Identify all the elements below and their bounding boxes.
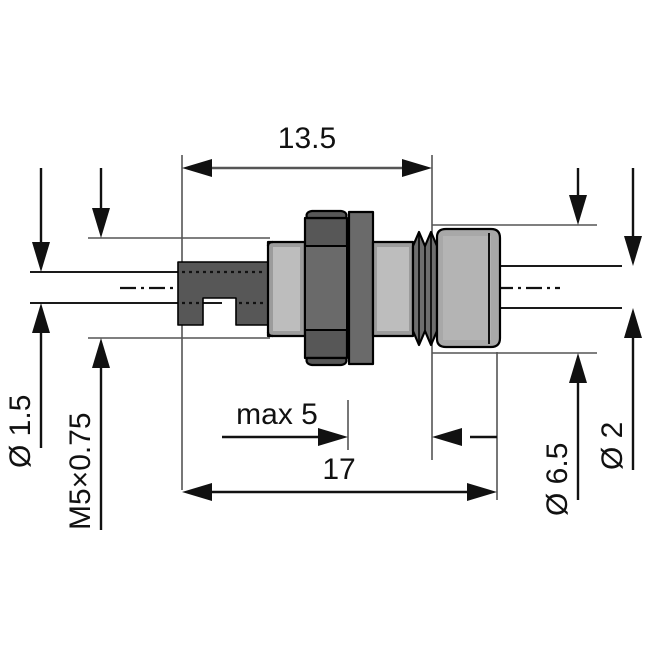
flange-body: [347, 210, 375, 366]
dim-max5-arrow-right: [318, 428, 348, 446]
leader-arrows-left: [32, 168, 110, 272]
dim-13-5-arrow-left: [182, 159, 212, 177]
solder-tag-pin: [177, 261, 269, 326]
hex-middle-face: [306, 247, 346, 329]
end-cap: [435, 227, 502, 349]
dimension-max-5: max 5: [222, 398, 497, 446]
dimension-dia-6-5-label: Ø 6.5: [541, 443, 574, 516]
dim-dia1-5-arrow-up: [32, 303, 50, 333]
dimension-dia-1-5: Ø 1.5: [4, 303, 50, 468]
extension-lines: [30, 155, 622, 500]
threaded-barrel: [371, 240, 415, 338]
dimension-dia-2: Ø 2: [596, 308, 642, 470]
dimension-m5x0-75: M5×0.75: [64, 338, 110, 530]
dimension-max-5-label: max 5: [236, 398, 318, 431]
leader-arrow-dia6-5-down: [569, 195, 587, 225]
part-assembly: [177, 209, 502, 367]
collar-highlight: [273, 247, 300, 331]
hex-nut: [303, 209, 349, 367]
dim-m5-arrow-up: [92, 338, 110, 368]
barrel-highlight: [377, 247, 409, 331]
dimension-17-label: 17: [322, 453, 355, 486]
dimension-13-5: 13.5: [182, 122, 432, 177]
dim-17-arrow-left: [182, 483, 212, 501]
ribbed-transition: [411, 230, 439, 347]
dim-13-5-arrow-right: [402, 159, 432, 177]
end-cap-highlight: [443, 236, 491, 340]
leader-arrows-right: [569, 168, 642, 266]
dimension-dia-6-5: Ø 6.5: [541, 353, 587, 516]
flange-washer: [347, 210, 375, 366]
dim-max5-aux-arrow: [432, 428, 462, 446]
dim-dia6-5-arrow-up: [569, 353, 587, 383]
leader-arrow-m5-down: [92, 208, 110, 238]
dimension-m5x0-75-label: M5×0.75: [64, 412, 97, 530]
shoulder-collar: [266, 240, 307, 338]
dimension-dia-2-label: Ø 2: [596, 422, 629, 470]
dim-dia2-arrow-up: [624, 308, 642, 338]
leader-arrow-dia1-5-down: [32, 242, 50, 272]
dimension-17: 17: [182, 453, 497, 501]
dim-17-arrow-right: [467, 483, 497, 501]
dimension-13-5-label: 13.5: [278, 122, 336, 155]
dimension-dia-1-5-label: Ø 1.5: [4, 395, 37, 468]
leader-arrow-dia2-down: [624, 236, 642, 266]
